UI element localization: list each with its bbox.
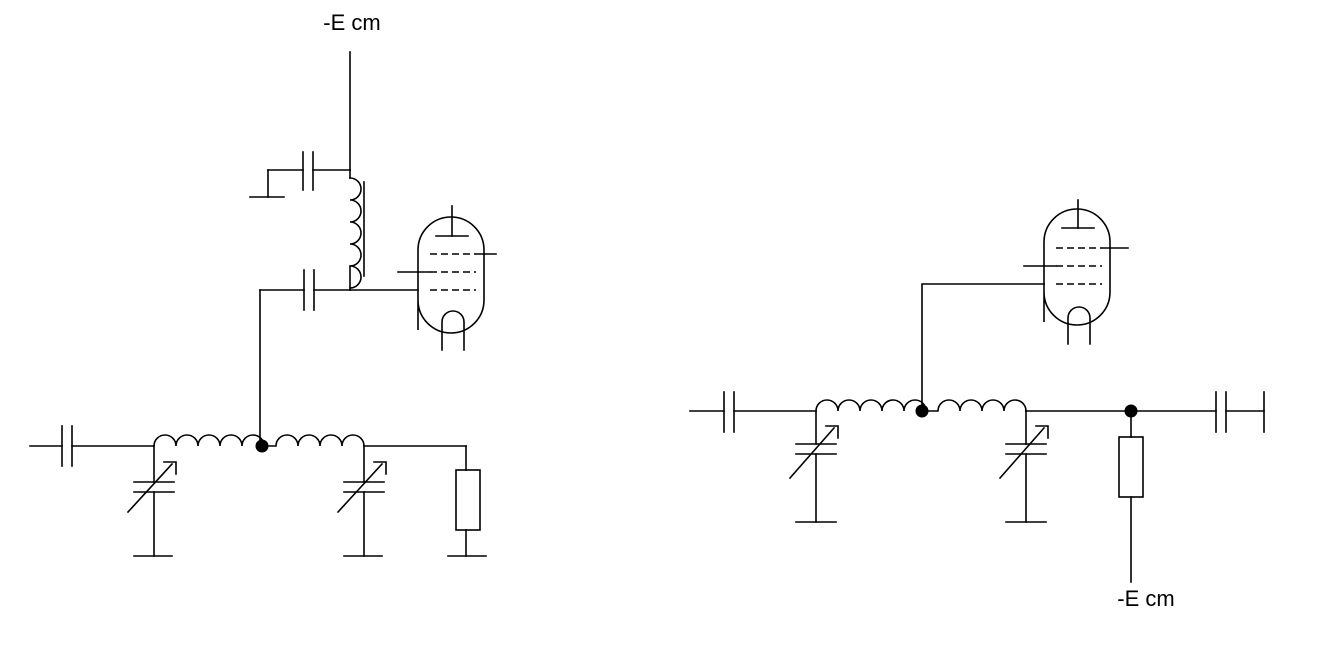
left-plate-inductor (349, 169, 365, 291)
right-output-capacitor (1215, 391, 1265, 433)
right-circuit: -E cm (689, 199, 1265, 611)
right-grid-wire (921, 283, 1045, 412)
left-supply-label: -E cm (323, 10, 380, 35)
right-variable-capacitor-2 (998, 410, 1049, 523)
left-tank-inductor (153, 434, 365, 447)
right-input-capacitor (689, 391, 817, 433)
left-bypass-capacitor (249, 151, 351, 198)
left-variable-capacitor-1 (126, 445, 177, 557)
right-tap-junction (915, 404, 929, 418)
right-vacuum-tube (1023, 199, 1129, 345)
left-tap-junction (255, 439, 269, 453)
left-variable-capacitor-2 (336, 445, 387, 557)
left-load-resistor (363, 445, 487, 557)
right-bias-resistor (1118, 410, 1144, 583)
right-supply-label: -E cm (1117, 586, 1174, 611)
left-tube-heater (441, 310, 465, 351)
right-tube-heater (1067, 306, 1091, 345)
left-input-capacitor (29, 425, 155, 467)
left-vacuum-tube (397, 205, 497, 351)
right-tank-inductor (815, 399, 1027, 412)
left-coupling-capacitor (259, 269, 351, 311)
right-variable-capacitor-1 (788, 410, 839, 523)
left-circuit: -E cm (29, 10, 497, 557)
